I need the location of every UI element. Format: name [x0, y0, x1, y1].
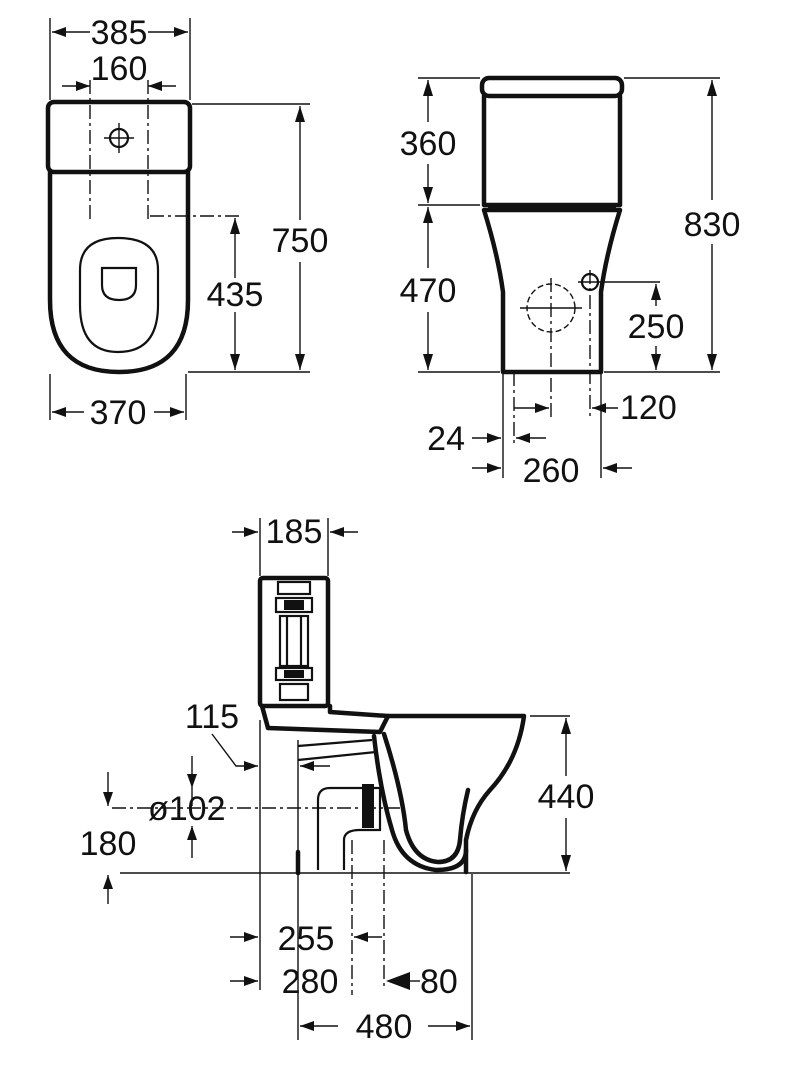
top-drain — [100, 266, 138, 302]
dim-830: 830 — [684, 206, 741, 244]
dim-385: 385 — [91, 14, 148, 52]
section-cistern — [257, 575, 331, 709]
dim-120: 120 — [620, 389, 677, 427]
section-outlet — [316, 786, 382, 870]
dim-750: 750 — [272, 222, 329, 260]
front-cistern-body — [481, 93, 623, 208]
top-bowl-outline — [47, 169, 191, 375]
dim-115: 115 — [185, 698, 239, 736]
dim-440: 440 — [538, 778, 595, 816]
front-cistern-lid — [479, 75, 625, 99]
top-seat-opening — [78, 236, 160, 354]
dim-480: 480 — [356, 1008, 413, 1046]
dim-280: 280 — [282, 963, 339, 1001]
flush-mechanism — [274, 580, 314, 702]
section-bowl-outer — [385, 713, 527, 875]
front-view: 360 470 830 250 120 24 — [400, 75, 741, 490]
dim-185: 185 — [266, 513, 323, 551]
dim-435: 435 — [207, 276, 264, 314]
dim-470: 470 — [400, 272, 457, 310]
dim-o102: ø102 — [148, 790, 226, 828]
dim-370: 370 — [90, 394, 147, 432]
section-view: 185 115 ø102 180 440 255 280 — [80, 513, 595, 1046]
section-connector — [259, 703, 391, 735]
dim-255: 255 — [278, 920, 335, 958]
dim-160: 160 — [91, 50, 148, 88]
section-trapway — [371, 733, 469, 873]
dim-360: 360 — [400, 125, 457, 163]
front-pan-body — [481, 207, 623, 375]
section-bowl-inner — [381, 731, 471, 865]
top-view: 385 160 750 435 370 — [45, 14, 329, 432]
dim-180: 180 — [80, 825, 137, 863]
dim-24: 24 — [427, 420, 465, 458]
dim-80: 80 — [420, 963, 458, 1001]
section-pan-back — [297, 738, 377, 762]
top-cistern — [45, 99, 193, 175]
dim-260: 260 — [523, 452, 580, 490]
dim-250: 250 — [628, 308, 685, 346]
